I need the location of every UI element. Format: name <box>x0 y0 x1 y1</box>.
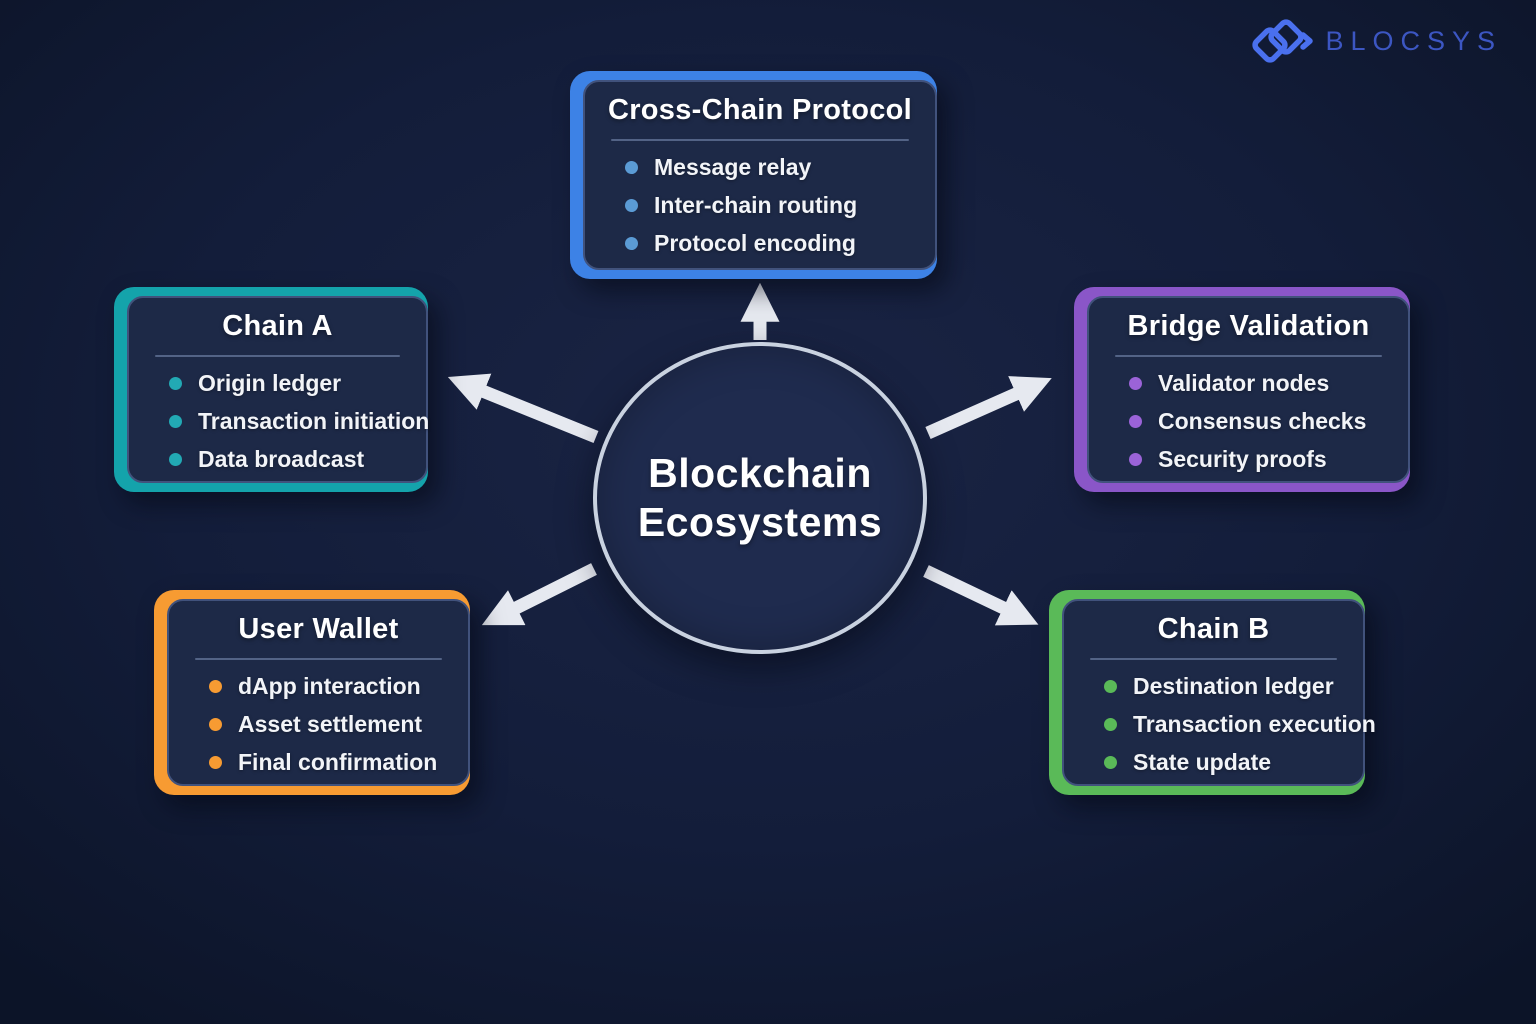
center-title-line1: Blockchain <box>648 449 872 496</box>
node-card: Chain A Origin ledger Transaction initia… <box>127 296 429 483</box>
bullet-item: Protocol encoding <box>625 231 921 256</box>
title-divider <box>1090 658 1337 660</box>
node-card: Bridge Validation Validator nodes Consen… <box>1087 296 1410 483</box>
bullet-item: Validator nodes <box>1129 371 1394 396</box>
brand-logo: BLOCSYS <box>1249 14 1502 68</box>
interlocking-diamonds-icon <box>1252 19 1314 63</box>
bullet-item: Final confirmation <box>209 750 454 775</box>
node-cross-chain-protocol: Cross-Chain Protocol Message relay Inter… <box>570 71 937 279</box>
node-bridge-validation: Bridge Validation Validator nodes Consen… <box>1074 287 1410 492</box>
node-title: Chain B <box>1157 613 1270 645</box>
node-title: Cross-Chain Protocol <box>607 94 913 126</box>
node-card: Chain B Destination ledger Transaction e… <box>1062 599 1376 786</box>
bullet-list: Origin ledger Transaction initiation Dat… <box>129 371 429 472</box>
node-title: Chain A <box>222 310 333 342</box>
node-title: Bridge Validation <box>1127 310 1370 342</box>
node-card: User Wallet dApp interaction Asset settl… <box>167 599 470 786</box>
node-title: User Wallet <box>238 613 399 645</box>
arrow-center-to-chain-a <box>447 373 599 444</box>
bullet-list: dApp interaction Asset settlement Final … <box>169 674 468 775</box>
bullet-list: Validator nodes Consensus checks Securit… <box>1089 371 1408 472</box>
node-card: Cross-Chain Protocol Message relay Inter… <box>583 80 937 270</box>
node-chain-b: Chain B Destination ledger Transaction e… <box>1049 590 1376 795</box>
bullet-list: Message relay Inter-chain routing Protoc… <box>585 155 935 256</box>
bullet-item: Transaction initiation <box>169 409 429 434</box>
bullet-item: Data broadcast <box>169 447 412 472</box>
node-user-wallet: User Wallet dApp interaction Asset settl… <box>154 590 470 795</box>
brand-name: BLOCSYS <box>1325 25 1502 56</box>
title-divider <box>1115 355 1382 357</box>
bullet-item: Consensus checks <box>1129 409 1394 434</box>
node-chain-a: Chain A Origin ledger Transaction initia… <box>114 287 429 492</box>
arrow-center-to-bridge-validation <box>925 376 1052 439</box>
bullet-item: Transaction execution <box>1104 712 1376 737</box>
arrow-center-to-chain-b <box>923 565 1039 626</box>
bullet-item: Asset settlement <box>209 712 454 737</box>
center-title-line2: Ecosystems <box>637 499 883 545</box>
center-node-blockchain-ecosystems: Blockchain Ecosystems <box>593 342 927 654</box>
bullet-item: Destination ledger <box>1104 674 1349 699</box>
bullet-item: Security proofs <box>1129 447 1394 472</box>
title-divider <box>611 139 909 141</box>
bullet-list: Destination ledger Transaction execution… <box>1064 674 1376 775</box>
title-divider <box>195 658 442 660</box>
title-divider <box>155 355 400 357</box>
bullet-item: State update <box>1104 750 1349 775</box>
bullet-item: Inter-chain routing <box>625 193 921 218</box>
arrow-center-to-user-wallet <box>481 563 597 626</box>
bullet-item: dApp interaction <box>209 674 454 699</box>
bullet-item: Origin ledger <box>169 371 412 396</box>
bullet-item: Message relay <box>625 155 921 180</box>
